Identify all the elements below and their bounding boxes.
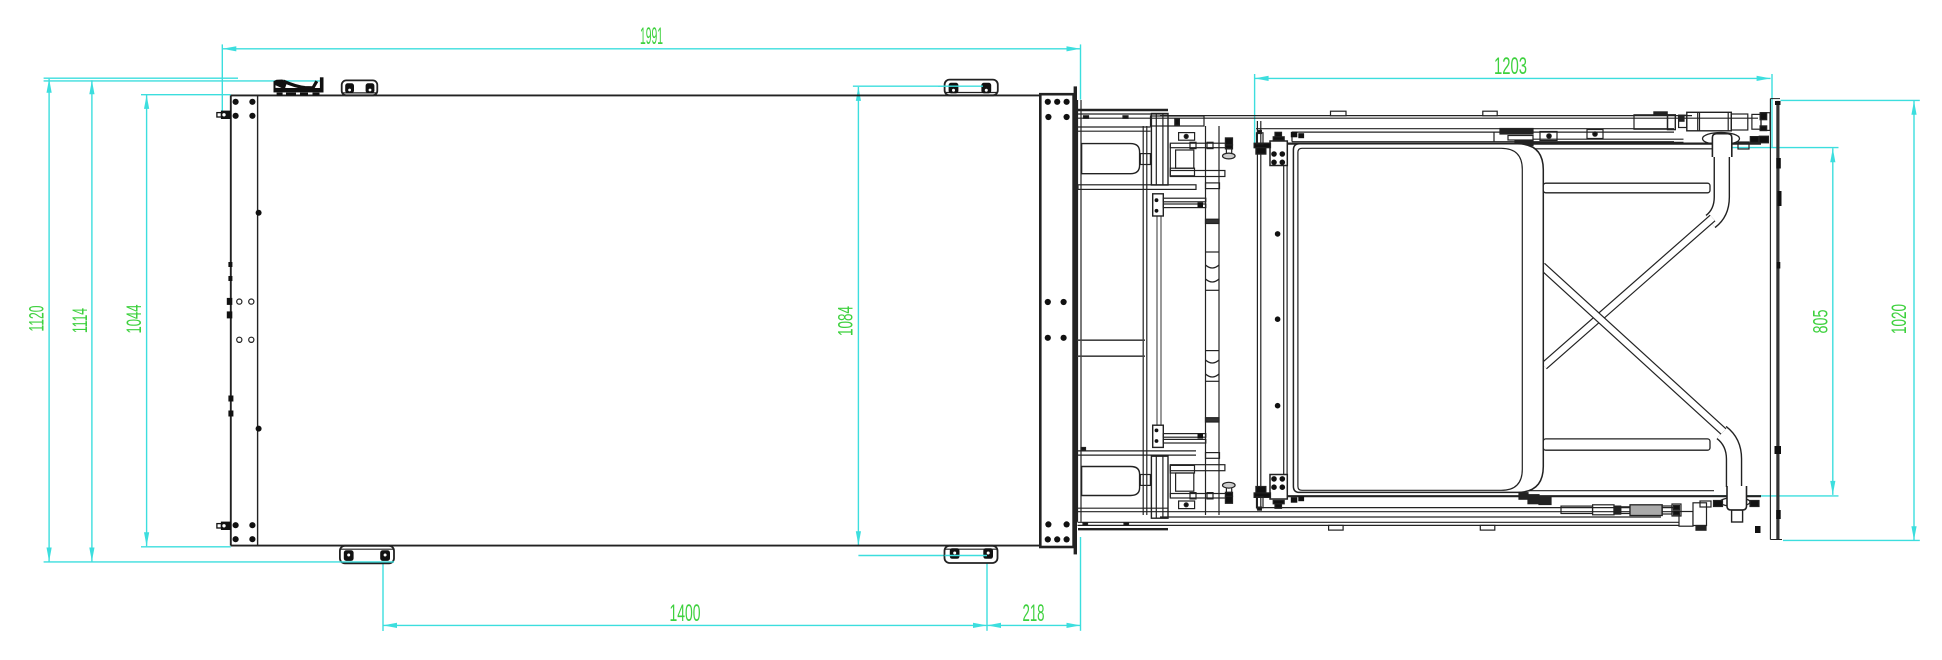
- svg-text:1114: 1114: [69, 308, 92, 333]
- svg-text:805: 805: [1810, 310, 1833, 334]
- svg-text:1400: 1400: [670, 600, 701, 627]
- svg-text:1020: 1020: [1888, 304, 1911, 334]
- svg-text:1084: 1084: [835, 306, 858, 336]
- svg-text:218: 218: [1023, 600, 1045, 627]
- svg-text:1044: 1044: [123, 304, 146, 333]
- svg-text:1203: 1203: [1494, 53, 1527, 80]
- svg-text:1991: 1991: [640, 23, 663, 50]
- svg-text:1120: 1120: [26, 306, 49, 332]
